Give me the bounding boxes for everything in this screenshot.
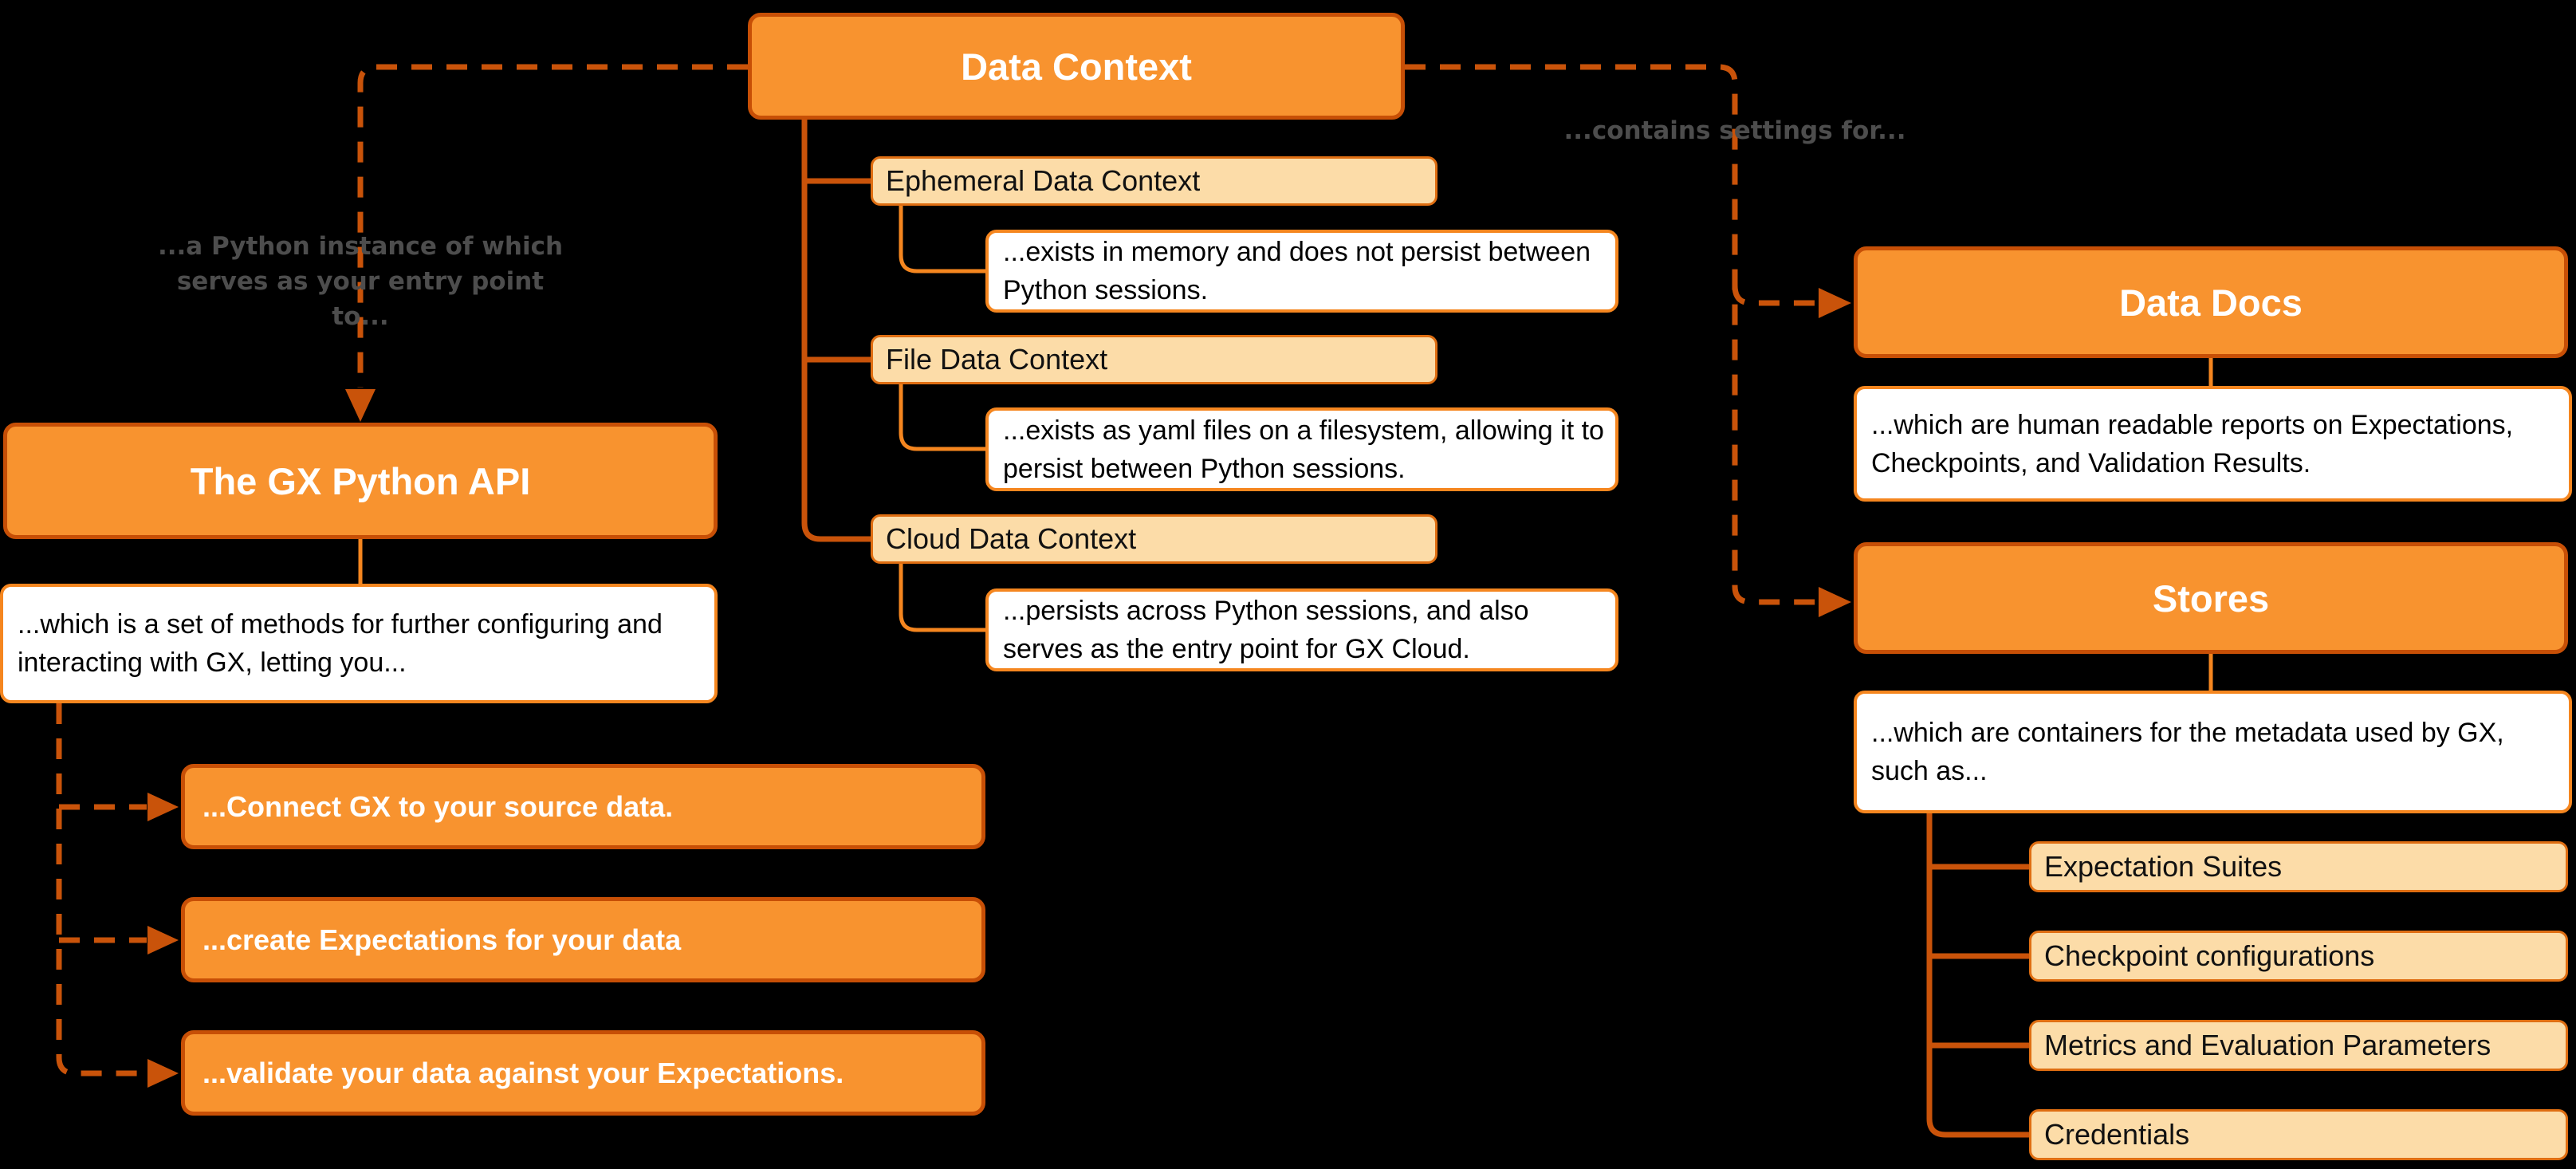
connector-file-desc — [899, 384, 985, 451]
node-store-expectation-suites: Expectation Suites — [2029, 841, 2568, 892]
node-gx-python-api: The GX Python API — [3, 423, 718, 539]
arrowhead-action-2 — [147, 926, 179, 954]
connector-datacontext-contexts — [801, 120, 871, 542]
connector-ephemeral-desc — [899, 206, 985, 274]
description-stores: ...which are containers for the metadata… — [1854, 691, 2572, 813]
node-action-connect: ...Connect GX to your source data. — [181, 764, 985, 849]
node-data-docs: Data Docs — [1854, 246, 2568, 358]
arrowhead-gxapi — [345, 389, 376, 422]
description-cloud-data-context: ...persists across Python sessions, and … — [985, 588, 1618, 671]
node-action-create-expectations: ...create Expectations for your data — [181, 897, 985, 982]
node-store-checkpoint-configurations: Checkpoint configurations — [2029, 931, 2568, 982]
connector-gxapi-actions-trunk — [56, 703, 147, 1077]
node-cloud-data-context: Cloud Data Context — [871, 514, 1437, 564]
arrowhead-datadocs — [1819, 288, 1851, 318]
description-ephemeral-data-context: ...exists in memory and does not persist… — [985, 230, 1618, 313]
arrowhead-stores — [1819, 587, 1851, 617]
node-store-metrics-evaluation-parameters: Metrics and Evaluation Parameters — [2029, 1020, 2568, 1071]
connector-cloud-desc — [899, 564, 985, 632]
annotation-entry-point: ...a Python instance of which serves as … — [157, 232, 564, 331]
arrowhead-action-3 — [147, 1059, 179, 1088]
node-data-context: Data Context — [748, 13, 1405, 120]
node-action-validate: ...validate your data against your Expec… — [181, 1030, 985, 1116]
description-gx-python-api: ...which is a set of methods for further… — [0, 584, 718, 703]
node-file-data-context: File Data Context — [871, 335, 1437, 384]
node-store-credentials: Credentials — [2029, 1109, 2568, 1160]
node-stores: Stores — [1854, 542, 2568, 654]
arrowhead-action-1 — [147, 793, 179, 821]
description-data-docs: ...which are human readable reports on E… — [1854, 386, 2572, 502]
connector-stores-items — [1926, 812, 2029, 1138]
node-ephemeral-data-context: Ephemeral Data Context — [871, 156, 1437, 206]
connector-branch-datadocs — [1732, 285, 1818, 306]
description-file-data-context: ...exists as yaml files on a filesystem,… — [985, 407, 1618, 491]
connector-datacontext-to-gxapi — [357, 64, 748, 388]
annotation-contains-settings: ...contains settings for... — [1563, 116, 1906, 145]
